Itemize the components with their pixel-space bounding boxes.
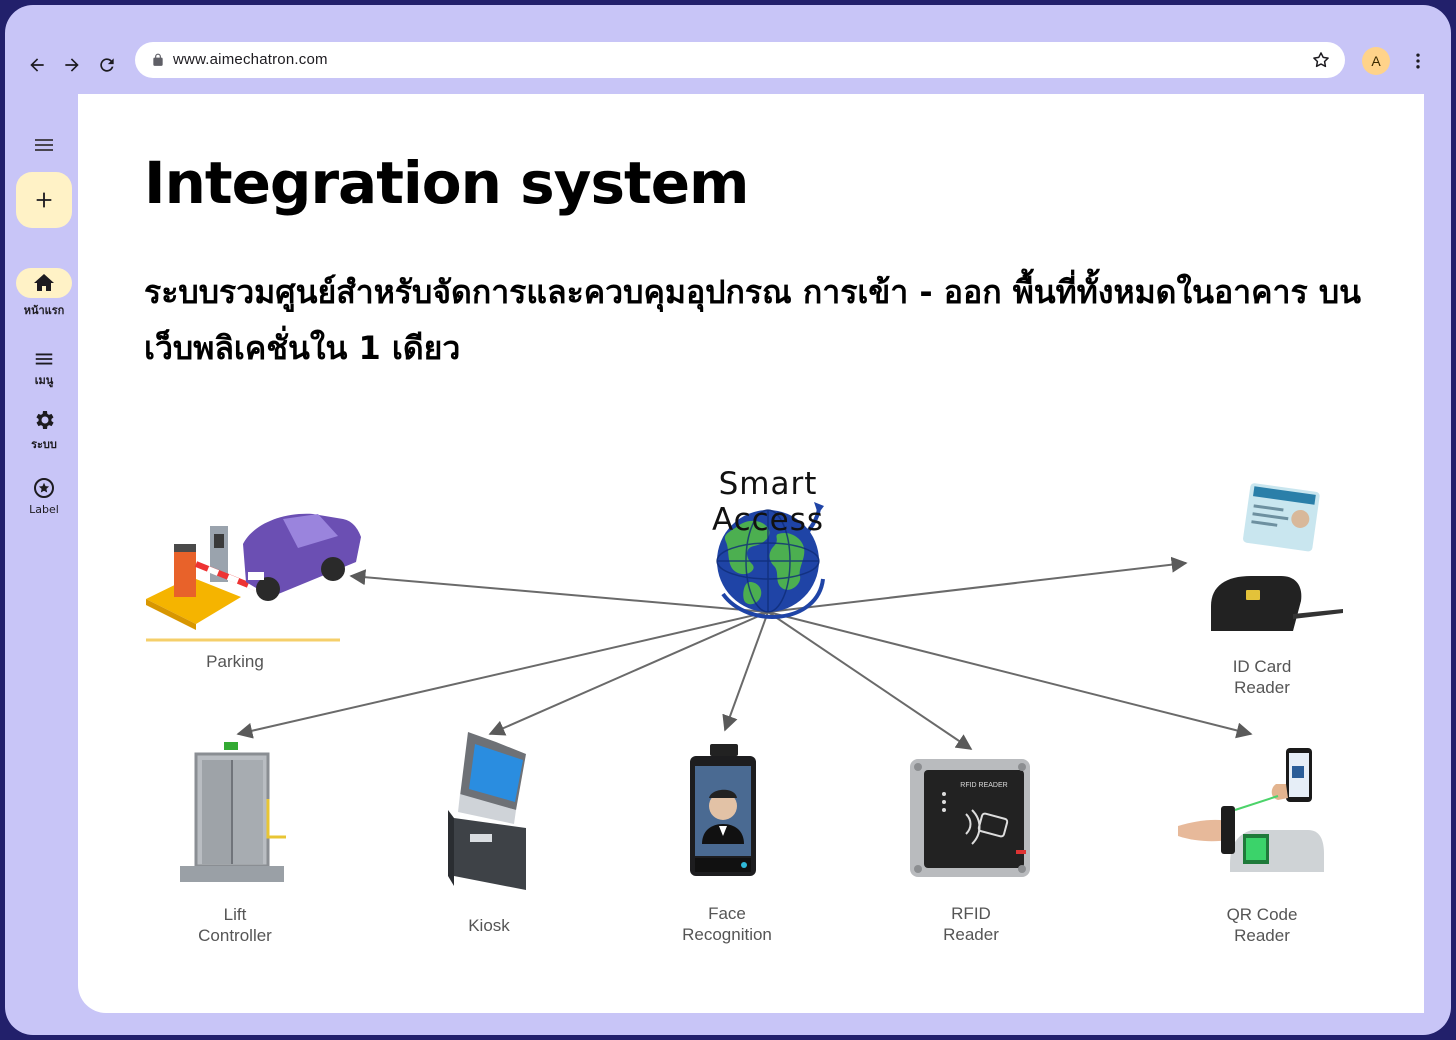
menu-icon <box>35 353 53 365</box>
arrow-left-icon <box>30 58 44 72</box>
sidebar-item-home[interactable]: หน้าแรก <box>8 268 80 319</box>
face-recognition-label: Face Recognition <box>662 903 792 945</box>
qr-label-line1: QR Code <box>1226 905 1298 924</box>
profile-avatar[interactable]: A <box>1362 47 1390 75</box>
add-button[interactable] <box>16 172 72 228</box>
back-button[interactable] <box>25 53 49 77</box>
lock-icon <box>153 53 163 66</box>
home-icon <box>34 274 54 291</box>
parking-barrier-image <box>146 513 361 642</box>
globe-icon <box>716 502 825 619</box>
lift-controller-label: Lift Controller <box>180 904 290 946</box>
integration-diagram: RFID READER <box>146 483 1343 890</box>
url-text[interactable]: www.aimechatron.com <box>173 51 328 68</box>
sidebar-item-label: เมนู <box>34 374 54 387</box>
arrow-id-card <box>767 556 1188 613</box>
reload-icon <box>100 58 114 72</box>
sidebar-item-label: ระบบ <box>31 438 57 451</box>
rail-pill-label <box>16 473 72 503</box>
face-label-line1: Face <box>708 904 746 923</box>
arrow-face <box>722 611 769 732</box>
more-vert-icon[interactable] <box>1408 51 1428 71</box>
id-card-label-line2: Reader <box>1234 678 1290 697</box>
rfid-plate-text: RFID READER <box>960 782 1007 789</box>
rfid-reader-image: RFID READER <box>910 759 1030 877</box>
arrow-kiosk <box>488 611 769 736</box>
sidebar-item-label: หน้าแรก <box>23 304 65 317</box>
id-card-label-line1: ID Card <box>1232 657 1292 676</box>
hub-title: Smart Access <box>711 466 825 538</box>
qr-code-reader-label: QR Code Reader <box>1206 904 1318 946</box>
arrow-rfid <box>767 611 973 750</box>
page-subtitle: ระบบรวมศูนย์สำหรับจัดการและควบคุมอุปกรณ … <box>144 273 1362 367</box>
content-panel: Integration system ระบบรวมศูนย์สำหรับจัด… <box>78 94 1424 1013</box>
kiosk-image <box>448 732 526 890</box>
rfid-label-line1: RFID <box>951 904 991 923</box>
kiosk-label-text: Kiosk <box>468 916 510 935</box>
lift-label-line2: Controller <box>198 926 272 945</box>
sidebar-item-label-text: Label <box>29 503 59 516</box>
plus-icon <box>36 192 52 208</box>
face-recognition-terminal-image <box>690 744 756 876</box>
rfid-reader-label: RFID Reader <box>916 903 1026 945</box>
browser-window: www.aimechatron.com A หน้าแรก เมนู ระบบ … <box>5 5 1451 1035</box>
rail-pill-home <box>16 268 72 298</box>
bookmark-star-icon[interactable] <box>1311 50 1331 70</box>
star-circle-icon <box>34 478 54 498</box>
qr-code-reader-image <box>1178 748 1324 872</box>
arrow-right-icon <box>65 58 79 72</box>
lift-label-line1: Lift <box>223 905 247 924</box>
gear-icon <box>36 411 54 429</box>
address-bar[interactable]: www.aimechatron.com <box>135 42 1345 78</box>
parking-label: Parking <box>180 651 290 672</box>
hamburger-menu-icon[interactable] <box>32 133 56 157</box>
reload-button[interactable] <box>95 53 119 77</box>
lift-controller-image <box>180 742 286 882</box>
arrow-qr <box>767 611 1253 739</box>
qr-label-line2: Reader <box>1234 926 1290 945</box>
arrow-parking <box>349 569 769 613</box>
page-title: Integration system <box>144 149 749 217</box>
kiosk-label: Kiosk <box>434 915 544 936</box>
sidebar-item-menu[interactable]: เมนู <box>8 344 80 389</box>
parking-label-text: Parking <box>206 652 264 671</box>
face-label-line2: Recognition <box>682 925 772 944</box>
rail-pill-menu <box>16 344 72 374</box>
sidebar-item-label[interactable]: Label <box>8 473 80 516</box>
rfid-label-line2: Reader <box>943 925 999 944</box>
arrow-lift <box>236 611 769 739</box>
id-card-reader-image <box>1211 483 1343 631</box>
forward-button[interactable] <box>60 53 84 77</box>
rail-pill-system <box>16 405 72 435</box>
id-card-reader-label: ID Card Reader <box>1206 656 1318 698</box>
sidebar-item-system[interactable]: ระบบ <box>8 405 80 453</box>
connector-arrows <box>236 556 1253 750</box>
